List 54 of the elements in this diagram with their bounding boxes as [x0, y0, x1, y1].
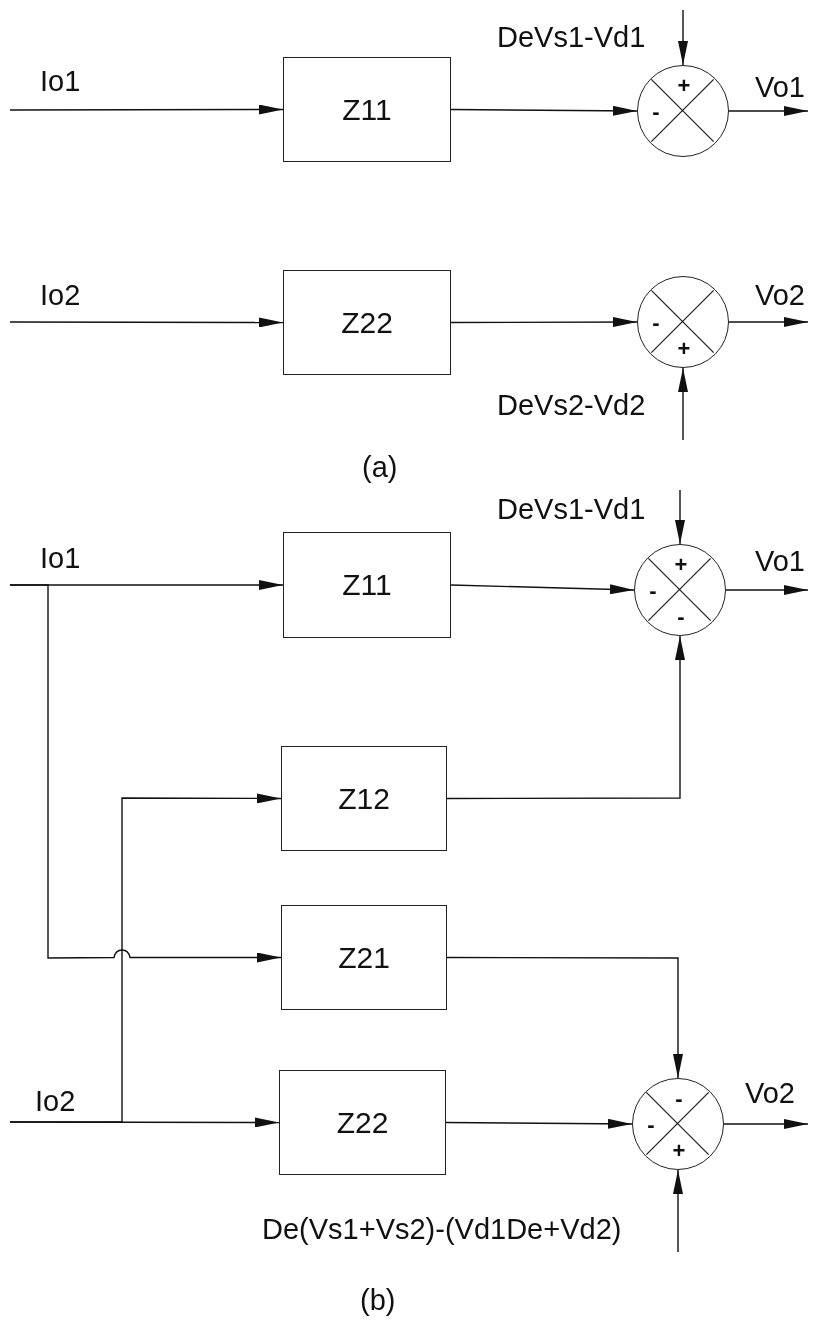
signal-label: Io1 [40, 66, 81, 98]
sign-symbol: - [675, 1088, 683, 1110]
signal-arrow [445, 1118, 633, 1129]
block-label: Z21 [338, 940, 390, 975]
signal-label: Vo2 [745, 1078, 795, 1110]
signal-label: DeVs1-Vd1 [497, 22, 646, 54]
block-box [281, 746, 447, 851]
signal-arrow [678, 9, 688, 66]
block-box [283, 57, 451, 162]
sign-symbol: + [677, 338, 691, 360]
signal-label: Vo1 [755, 546, 805, 578]
signal-arrow [446, 635, 685, 800]
signal-arrow [675, 489, 685, 545]
signal-label: De(Vs1+Vs2)-(Vd1De+Vd2) [262, 1214, 622, 1246]
panel-caption: (a) [362, 452, 398, 484]
signal-arrow [725, 585, 809, 595]
block-box [281, 905, 447, 1010]
block-label: Z22 [336, 1105, 389, 1140]
signal-label: Io2 [40, 280, 81, 312]
signal-arrow [450, 317, 638, 328]
block-label: Z12 [338, 781, 390, 816]
signal-arrow [446, 956, 683, 1079]
signal-arrow [450, 105, 638, 116]
sign-symbol: - [652, 312, 660, 334]
signal-arrow [9, 793, 282, 1123]
signal-arrow [450, 584, 635, 595]
signal-arrow [673, 1169, 683, 1253]
block-label: Z22 [341, 305, 393, 340]
sign-symbol: - [652, 101, 660, 123]
sign-symbol: - [647, 1114, 655, 1136]
signal-arrow [678, 367, 688, 441]
signal-label: Vo2 [755, 280, 805, 312]
signal-arrow [9, 104, 284, 115]
sign-symbol: + [672, 1140, 686, 1162]
signal-arrow [9, 317, 284, 328]
signal-label: DeVs2-Vd2 [497, 390, 646, 422]
signal-label: DeVs1-Vd1 [497, 494, 646, 526]
panel-caption: (b) [360, 1285, 396, 1317]
signal-arrow [9, 584, 282, 963]
sign-symbol: + [674, 554, 688, 576]
signal-label: Io2 [35, 1086, 76, 1118]
sign-symbol: - [677, 606, 685, 628]
block-label: Z11 [342, 568, 392, 602]
signal-label: Io1 [40, 543, 81, 575]
block-label: Z11 [342, 92, 392, 127]
block-box [283, 270, 451, 375]
sign-symbol: + [677, 75, 691, 97]
signal-arrow [723, 1119, 809, 1129]
block-box [283, 532, 451, 638]
signal-arrow [728, 106, 809, 116]
block-box [279, 1070, 446, 1175]
signal-arrow [728, 317, 809, 327]
signal-label: Vo1 [755, 72, 805, 104]
sign-symbol: - [649, 580, 657, 602]
